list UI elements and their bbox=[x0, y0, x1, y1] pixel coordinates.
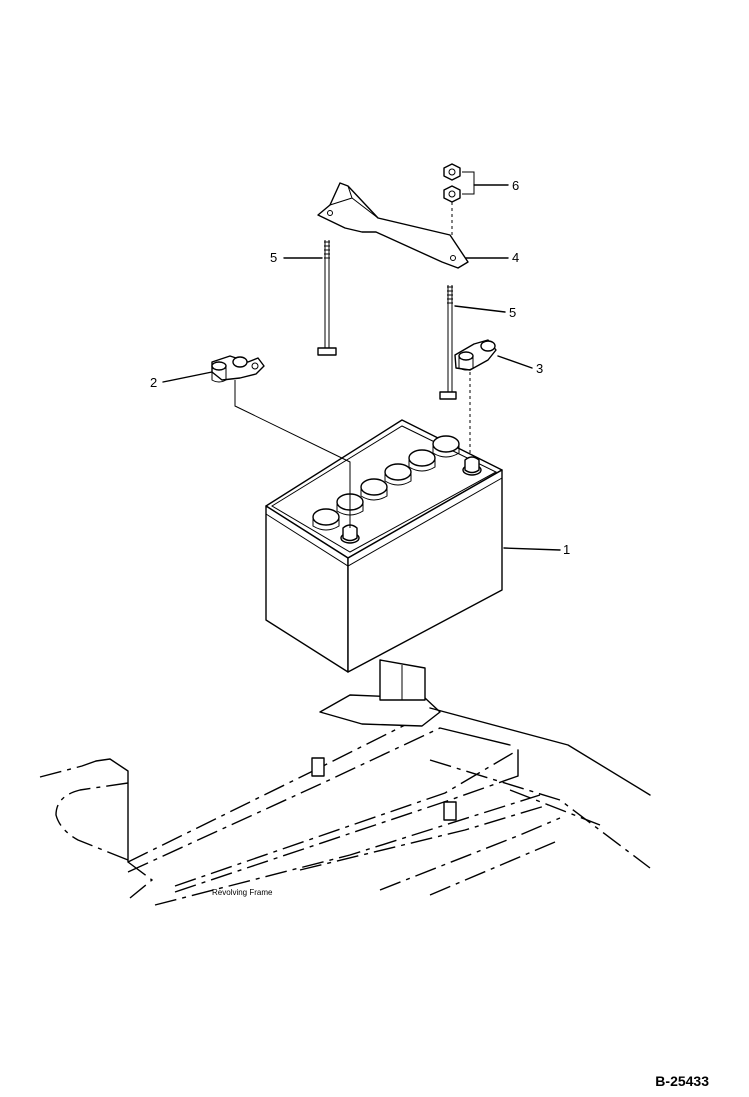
callout-4: 4 bbox=[465, 250, 519, 265]
callout-number: 5 bbox=[509, 305, 516, 320]
vent-caps bbox=[312, 435, 460, 531]
callout-5-left: 5 bbox=[270, 250, 323, 265]
callout-number: 5 bbox=[270, 250, 277, 265]
callouts: 1 2 3 4 5 5 6 bbox=[150, 171, 570, 557]
callout-number: 3 bbox=[536, 361, 543, 376]
callout-number: 1 bbox=[563, 542, 570, 557]
terminal-posts bbox=[340, 456, 482, 544]
callout-number: 6 bbox=[512, 178, 519, 193]
j-bolt-right bbox=[439, 285, 457, 400]
callout-1: 1 bbox=[503, 542, 570, 557]
callout-3: 3 bbox=[497, 355, 543, 376]
terminal-clamp-right bbox=[454, 339, 497, 371]
callout-6: 6 bbox=[462, 171, 519, 195]
hold-down-bracket bbox=[317, 182, 469, 269]
revolving-frame: Revolving Frame bbox=[39, 659, 651, 906]
callout-5-right: 5 bbox=[454, 305, 516, 320]
j-bolt-left bbox=[317, 240, 337, 356]
callout-number: 2 bbox=[150, 375, 157, 390]
figure-id: B-25433 bbox=[655, 1073, 709, 1089]
callout-2: 2 bbox=[150, 371, 213, 390]
nuts bbox=[443, 163, 461, 203]
assembly-lines bbox=[234, 202, 471, 528]
terminal-clamp-left bbox=[211, 355, 265, 383]
frame-label: Revolving Frame bbox=[212, 888, 273, 897]
callout-number: 4 bbox=[512, 250, 519, 265]
battery bbox=[265, 419, 503, 673]
